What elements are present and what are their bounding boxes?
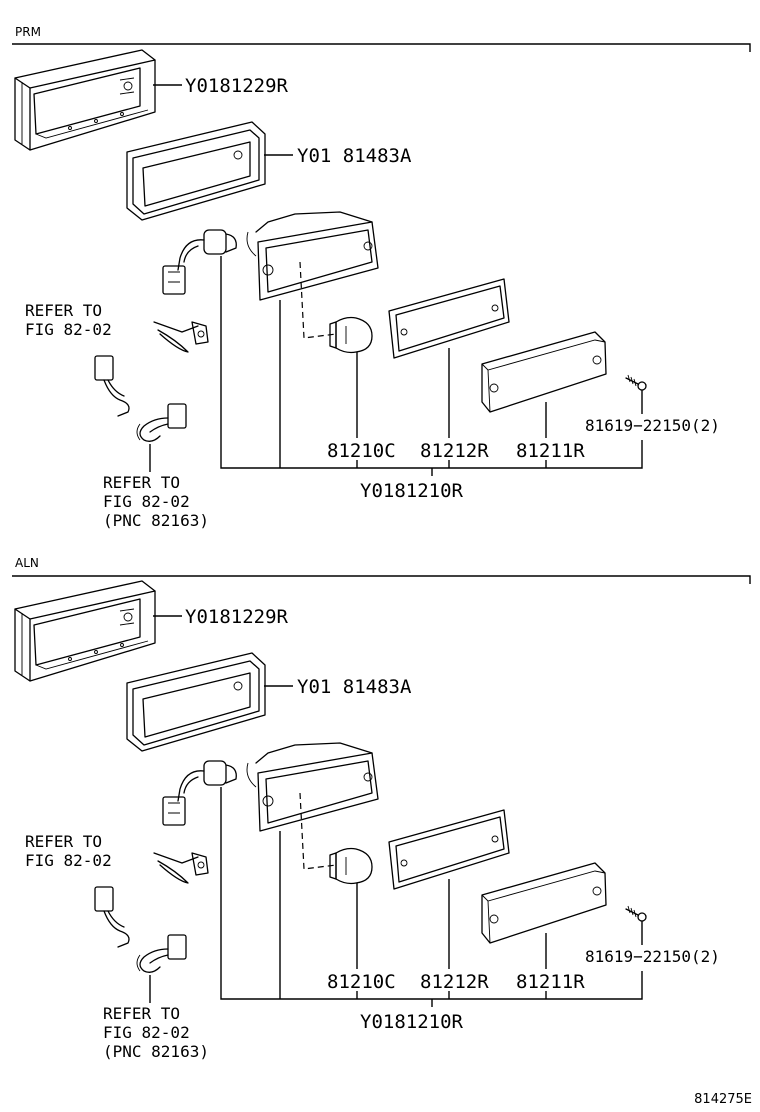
part-number-screw: 81619−22150(2) [585, 947, 720, 966]
refer-note-clip: REFER TO FIG 82-02 [25, 832, 112, 870]
refer-note-line: FIG 82-02 [103, 1023, 190, 1042]
refer-note-harness: REFER TO FIG 82-02 (PNC 82163) [103, 1004, 209, 1061]
part-number-lens: 81211R [516, 440, 585, 462]
refer-note-line: REFER TO [25, 301, 102, 320]
refer-note-clip: REFER TO FIG 82-02 [25, 301, 112, 339]
refer-note-line: (PNC 82163) [103, 1042, 209, 1061]
section-artwork-prm [14, 49, 647, 477]
section-label-prm: PRM [15, 25, 41, 39]
part-number-bezel: Y0181229R [185, 606, 289, 628]
part-number-bulb: 81210C [327, 971, 396, 993]
refer-note-line: FIG 82-02 [103, 492, 190, 511]
part-number-gasket-frame: Y01 81483A [297, 676, 412, 698]
section-aln: ALN Y0181229R Y01 81483A 81210C 81212R 8… [12, 556, 751, 1061]
part-number-bulb: 81210C [327, 440, 396, 462]
part-number-assembly: Y0181210R [360, 480, 464, 502]
part-number-gasket-frame: Y01 81483A [297, 145, 412, 167]
part-number-bezel: Y0181229R [185, 75, 289, 97]
refer-note-line: (PNC 82163) [103, 511, 209, 530]
section-divider-prm [12, 43, 751, 52]
refer-note-line: REFER TO [25, 832, 102, 851]
section-prm: PRM Y0181229R Y01 81483A 81210C 81212R 8… [12, 25, 751, 530]
refer-note-line: REFER TO [103, 473, 180, 492]
section-label-aln: ALN [15, 556, 39, 570]
refer-note-line: FIG 82-02 [25, 320, 112, 339]
part-number-lens: 81211R [516, 971, 585, 993]
part-number-assembly: Y0181210R [360, 1011, 464, 1033]
part-number-lens-gasket: 81212R [420, 440, 489, 462]
diagram-code: 814275E [694, 1092, 752, 1107]
section-divider-aln [12, 575, 751, 584]
refer-note-harness: REFER TO FIG 82-02 (PNC 82163) [103, 473, 209, 530]
refer-note-line: FIG 82-02 [25, 851, 112, 870]
part-number-screw: 81619−22150(2) [585, 416, 720, 435]
part-number-lens-gasket: 81212R [420, 971, 489, 993]
section-artwork-aln [14, 580, 647, 1008]
refer-note-line: REFER TO [103, 1004, 180, 1023]
